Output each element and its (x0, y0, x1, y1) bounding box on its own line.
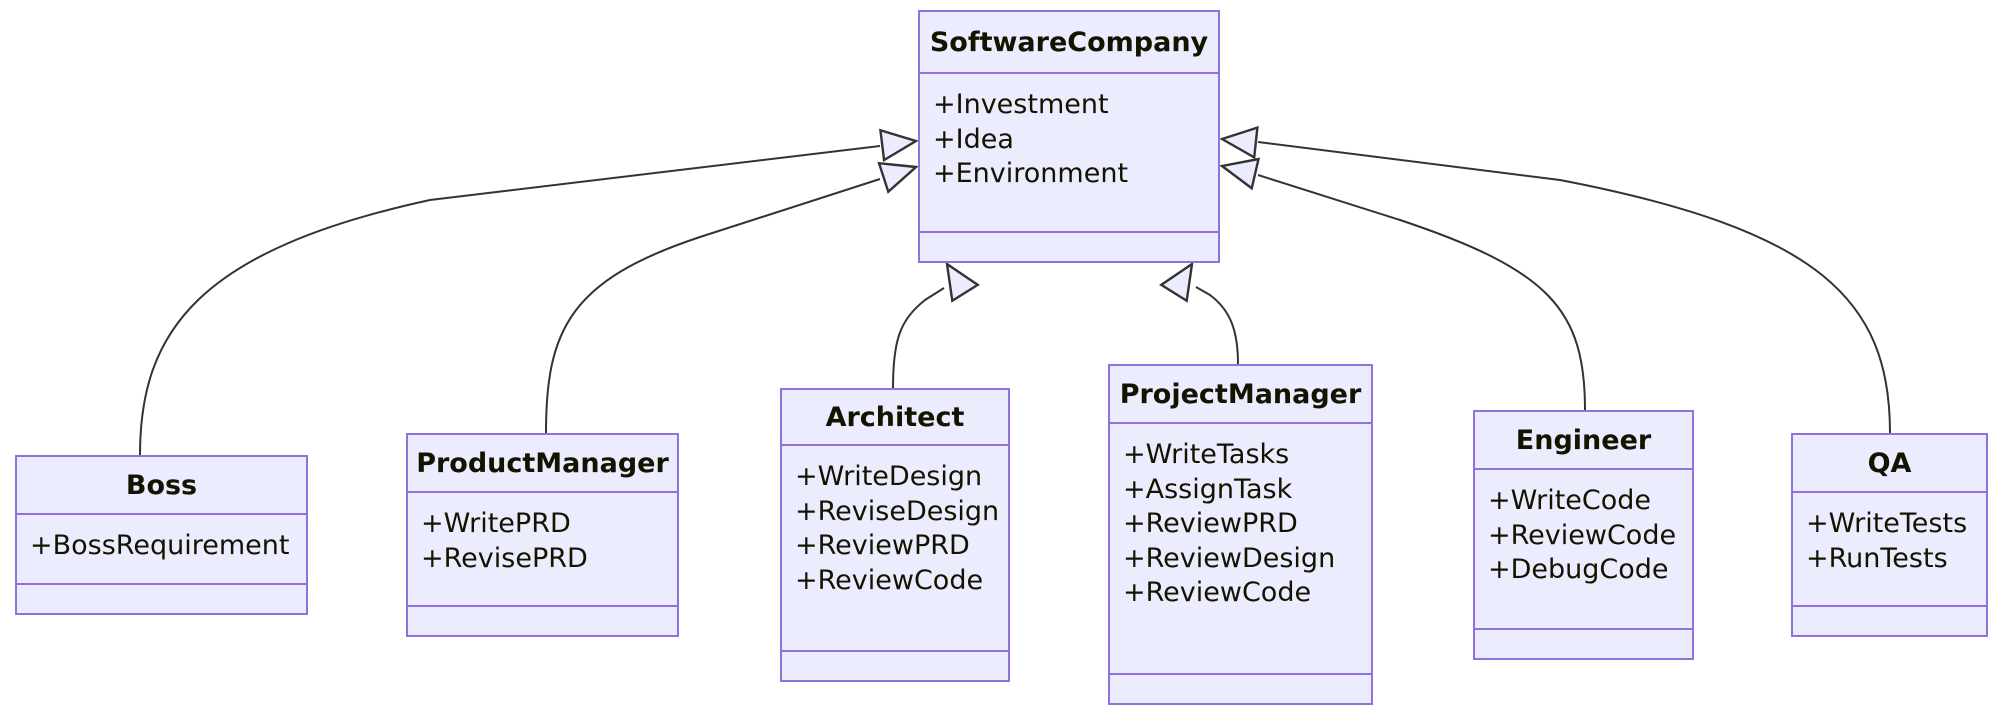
class-attributes-engineer: +WriteCode+ReviewCode+DebugCode (1475, 470, 1692, 630)
class-attributes-softwarecompany: +Investment+Idea+Environment (920, 74, 1218, 233)
inheritance-arrowhead-icon (877, 161, 919, 194)
class-node-softwarecompany[interactable]: SoftwareCompany+Investment+Idea+Environm… (918, 10, 1220, 263)
edge-line (139, 145, 881, 456)
class-methods-boss (17, 585, 306, 613)
class-node-productmanager[interactable]: ProductManager+WritePRD+RevisePRD (406, 433, 679, 637)
class-attributes-qa: +WriteTests+RunTests (1793, 493, 1986, 607)
class-name-projectmanager: ProjectManager (1110, 366, 1371, 424)
class-methods-architect (782, 652, 1008, 680)
class-methods-engineer (1475, 630, 1692, 658)
edge-line (892, 287, 945, 389)
class-name-boss: Boss (17, 457, 306, 515)
class-node-projectmanager[interactable]: ProjectManager+WriteTasks+AssignTask+Rev… (1108, 364, 1373, 705)
class-attribute: +WriteDesign (795, 461, 983, 492)
class-name-qa: QA (1793, 435, 1986, 493)
class-name-productmanager: ProductManager (408, 435, 677, 493)
class-attribute: +Environment (933, 158, 1129, 190)
generalization-edge (892, 261, 980, 389)
class-attribute: +ReviewDesign (1123, 542, 1336, 574)
inheritance-arrowhead-icon (1219, 157, 1261, 191)
edge-line (1195, 286, 1239, 365)
class-name-engineer: Engineer (1475, 412, 1692, 470)
class-attribute: +ReviseDesign (795, 495, 1000, 527)
class-attribute: +ReviewPRD (795, 530, 970, 562)
class-methods-projectmanager (1110, 675, 1371, 703)
class-attribute: +WriteTests (1806, 508, 1968, 539)
class-attribute: +DebugCode (1488, 554, 1669, 586)
class-methods-productmanager (408, 607, 677, 635)
class-attribute: +ReviewPRD (1123, 508, 1298, 540)
class-attributes-projectmanager: +WriteTasks+AssignTask+ReviewPRD+ReviewD… (1110, 424, 1371, 675)
class-attribute: +ReviewCode (1123, 577, 1312, 609)
class-node-engineer[interactable]: Engineer+WriteCode+ReviewCode+DebugCode (1473, 410, 1694, 660)
class-name-softwarecompany: SoftwareCompany (920, 12, 1218, 74)
class-attributes-productmanager: +WritePRD+RevisePRD (408, 493, 677, 607)
class-attribute: +Investment (933, 89, 1109, 120)
class-attribute: +BossRequirement (30, 530, 290, 561)
class-attribute: +RevisePRD (421, 542, 588, 574)
class-node-qa[interactable]: QA+WriteTests+RunTests (1791, 433, 1988, 637)
class-attribute: +Idea (933, 123, 1014, 155)
class-attributes-architect: +WriteDesign+ReviseDesign+ReviewPRD+Revi… (782, 446, 1008, 652)
class-attributes-boss: +BossRequirement (17, 515, 306, 585)
inheritance-arrowhead-icon (879, 128, 919, 163)
class-node-boss[interactable]: Boss +BossRequirement (15, 455, 308, 615)
class-attribute: +ReviewCode (795, 564, 984, 596)
class-attribute: +AssignTask (1123, 473, 1293, 505)
class-attribute: +WritePRD (421, 508, 571, 539)
class-name-architect: Architect (782, 390, 1008, 446)
class-attribute: +ReviewCode (1488, 519, 1677, 551)
class-attribute: +WriteTasks (1123, 439, 1290, 470)
class-node-architect[interactable]: Architect+WriteDesign+ReviseDesign+Revie… (780, 388, 1010, 682)
class-methods-softwarecompany (920, 233, 1218, 261)
class-attribute: +RunTests (1806, 542, 1948, 574)
class-methods-qa (1793, 607, 1986, 635)
class-attribute: +WriteCode (1488, 485, 1652, 516)
inheritance-arrowhead-icon (1219, 125, 1259, 160)
generalization-edge (1159, 261, 1239, 365)
